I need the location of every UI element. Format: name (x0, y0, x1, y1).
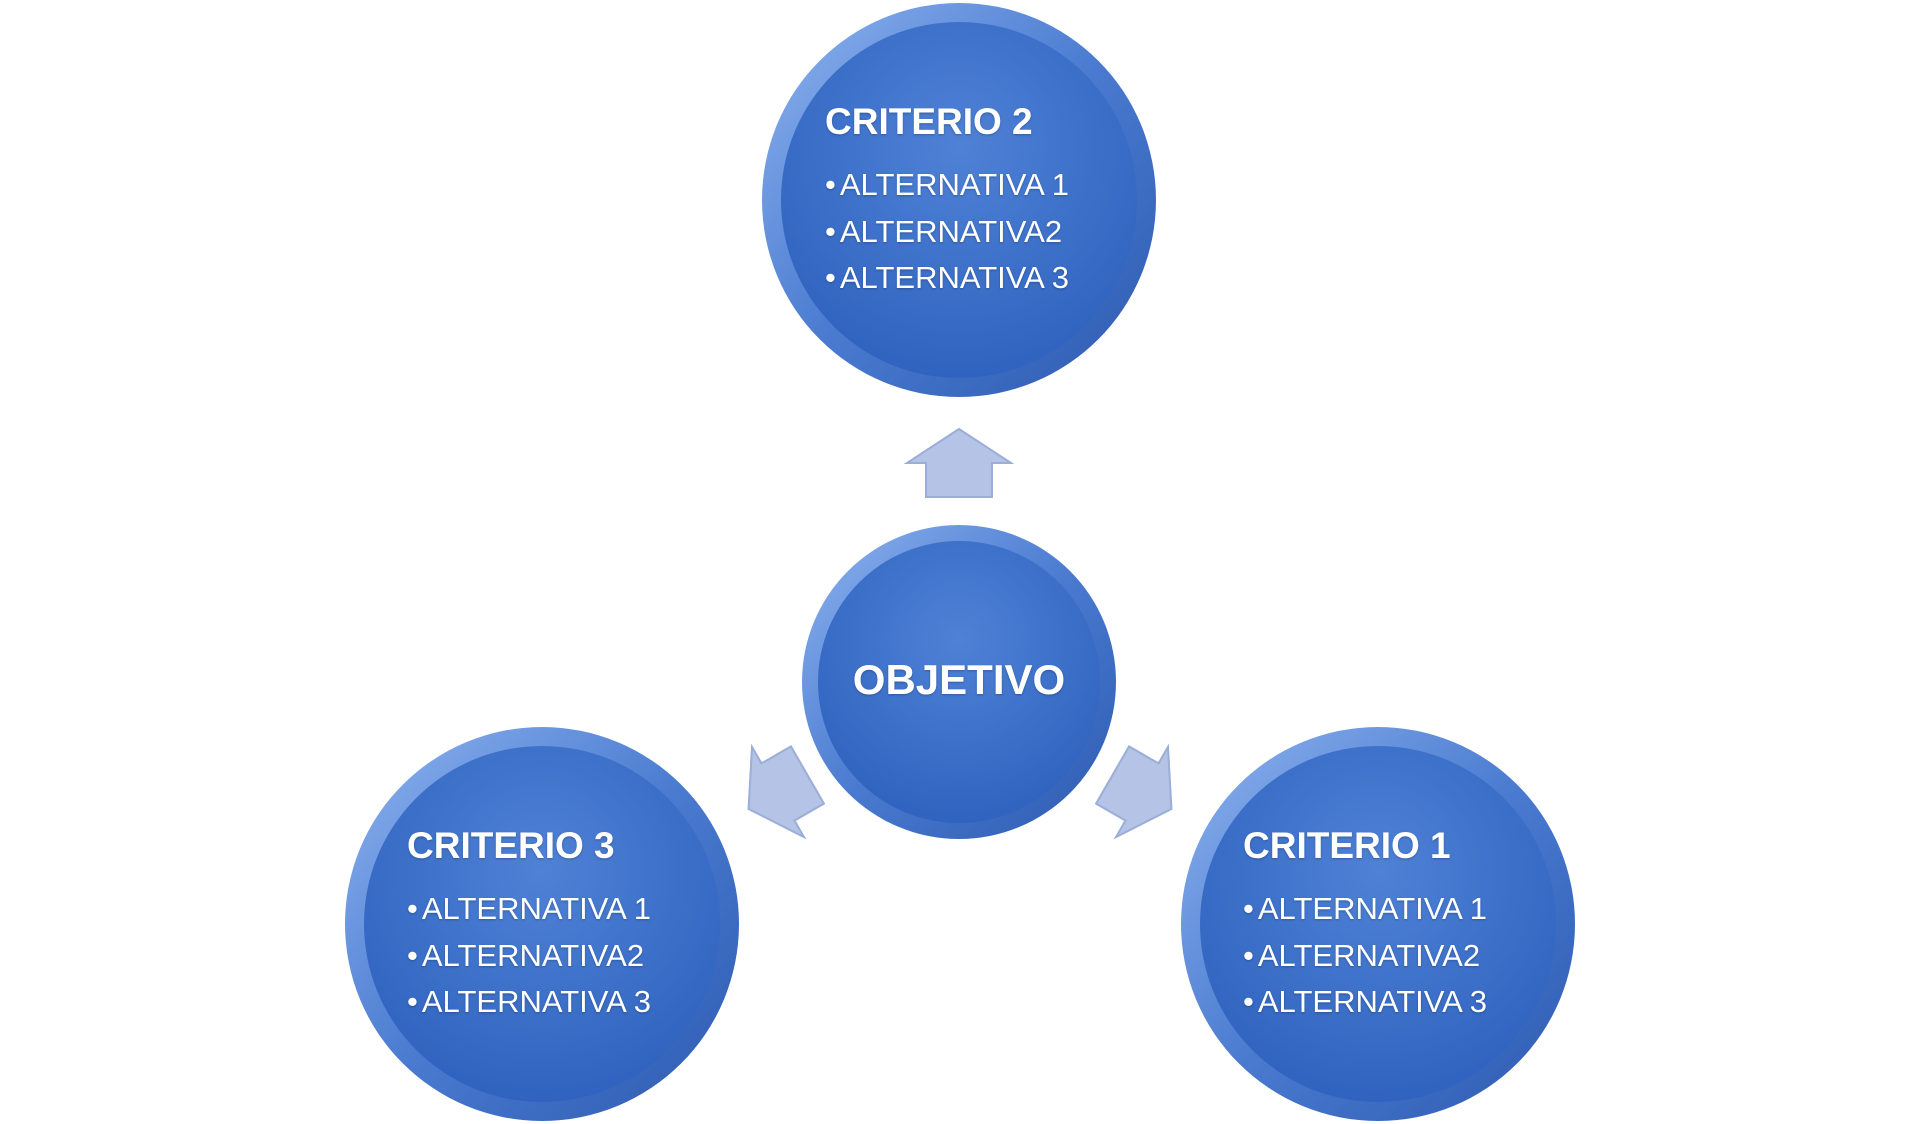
arrow-up-icon (903, 427, 1015, 498)
alternative-item: ALTERNATIVA 3 (825, 255, 1069, 302)
criterio-1-text: CRITERIO 1 ALTERNATIVA 1 ALTERNATIVA2 AL… (1243, 824, 1487, 1026)
criterio-title: CRITERIO 3 (407, 825, 615, 866)
criterio-3-text: CRITERIO 3 ALTERNATIVA 1 ALTERNATIVA2 AL… (407, 824, 651, 1026)
alternative-item: ALTERNATIVA 1 (1243, 886, 1487, 933)
alternative-item: ALTERNATIVA2 (1243, 933, 1487, 980)
arrow-down-left-icon (747, 743, 826, 840)
alternative-item: ALTERNATIVA2 (825, 209, 1069, 256)
alternative-item: ALTERNATIVA 3 (1243, 979, 1487, 1026)
criterio-title: CRITERIO 2 (825, 101, 1033, 142)
alternative-item: ALTERNATIVA 1 (407, 886, 651, 933)
arrow-down-right-icon (1094, 743, 1173, 840)
alternative-item: ALTERNATIVA 1 (825, 162, 1069, 209)
criterio-2-text: CRITERIO 2 ALTERNATIVA 1 ALTERNATIVA2 AL… (825, 100, 1069, 302)
circle-objetivo (802, 525, 1116, 839)
alternative-item: ALTERNATIVA2 (407, 933, 651, 980)
criterio-title: CRITERIO 1 (1243, 825, 1451, 866)
alternative-item: ALTERNATIVA 3 (407, 979, 651, 1026)
objetivo-label: OBJETIVO (852, 656, 1066, 703)
